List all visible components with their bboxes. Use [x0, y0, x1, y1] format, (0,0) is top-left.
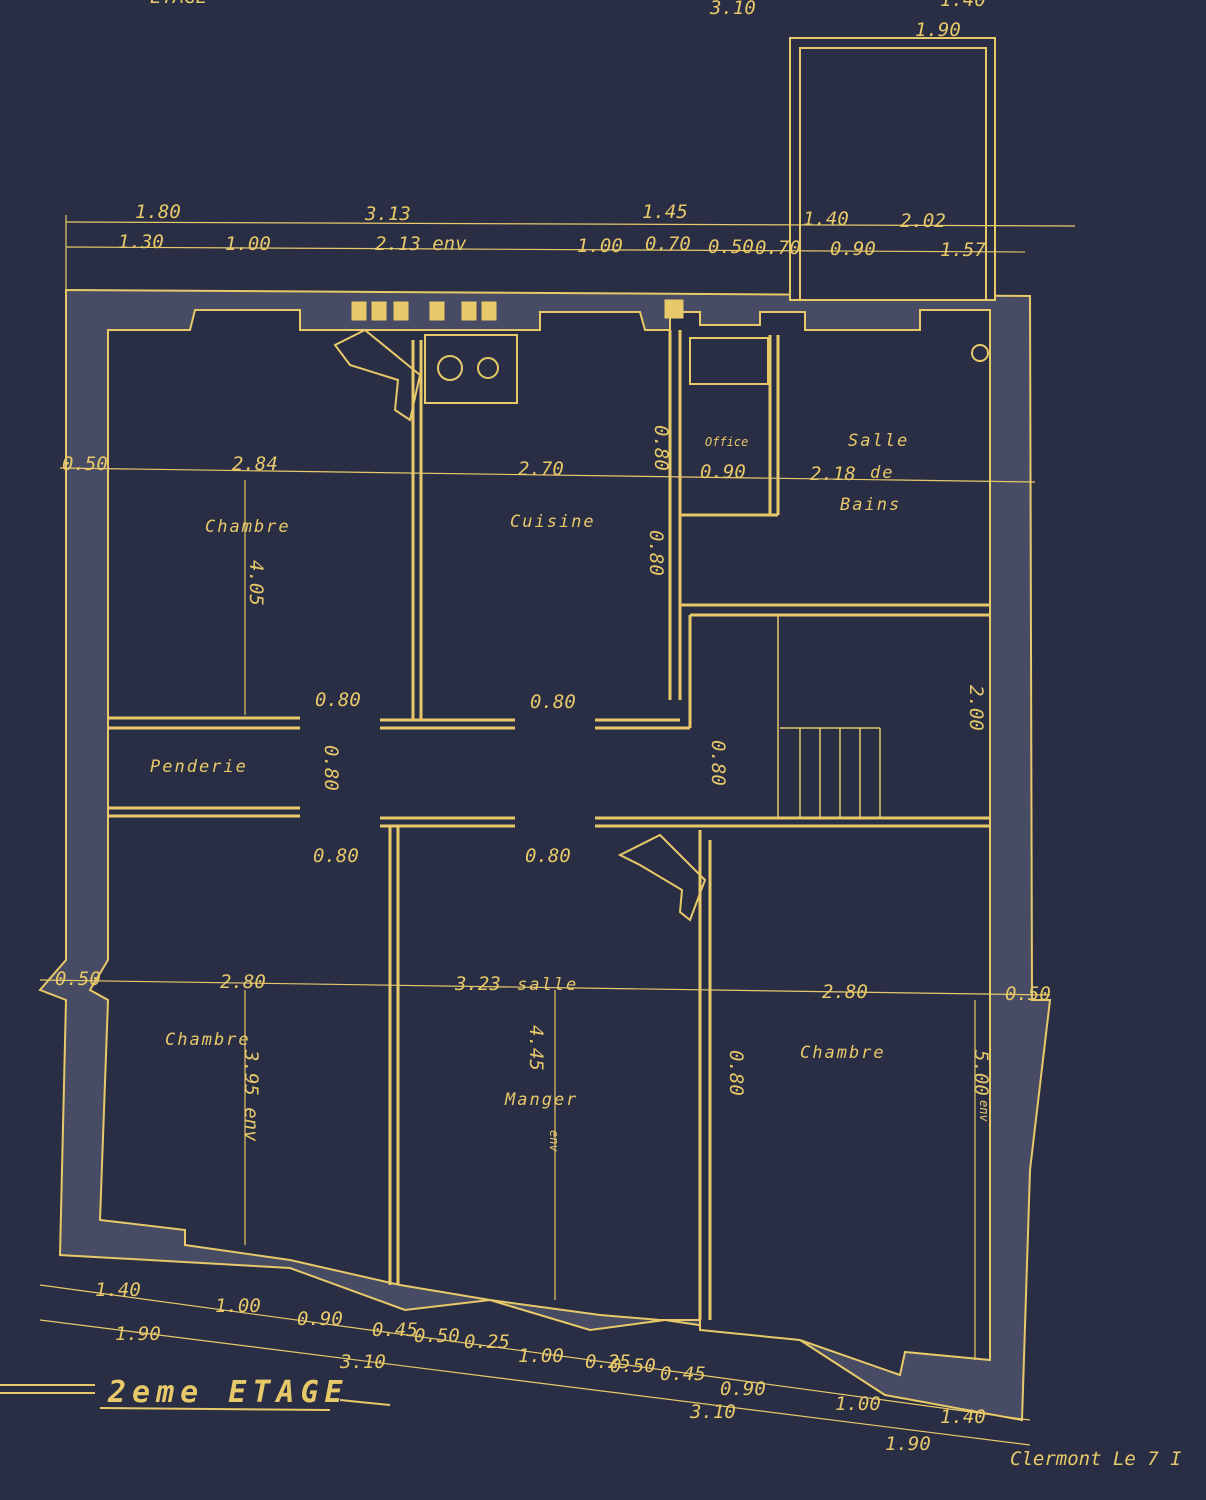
dim-top2-2: 1.00: [225, 233, 271, 255]
dim-bot-12: 1.00: [835, 1393, 881, 1415]
dim-chambre-nw-depth: 4.05: [245, 560, 267, 606]
dim-door-chambre-sw: 0.80: [313, 845, 359, 867]
fixtures: [333, 328, 989, 922]
sink-icon: [689, 337, 769, 385]
dim-bot-2: 1.00: [215, 1295, 261, 1317]
dim-top2-6: 0.50: [708, 236, 754, 258]
dim-bot-3: 0.90: [297, 1308, 343, 1330]
dim-bot2-1: 1.90: [115, 1323, 161, 1345]
dim-wall-right: 0.50: [1005, 983, 1051, 1005]
dim-door-chambre-se: 0.80: [725, 1050, 747, 1096]
dim-top-1: 1.80: [135, 201, 181, 223]
dim-bot-11: 0.90: [720, 1378, 766, 1400]
room-penderie: Penderie: [150, 757, 248, 777]
dim-door-penderie: 0.80: [320, 745, 342, 791]
dimension-lines: [39, 215, 1076, 1446]
header-title-fragment: ETAGE: [150, 0, 208, 8]
balcony-annex: [789, 37, 996, 301]
dim-office-width: 0.90: [700, 461, 746, 483]
dim-bot-13: 1.40: [940, 1406, 986, 1428]
dim-top-2: 3.13: [364, 203, 411, 225]
top-dim-c: 1.90: [915, 19, 961, 41]
partitions: [108, 330, 990, 1320]
room-office: Office: [705, 435, 748, 449]
footer-place: Clermont Le 7 I: [1010, 1448, 1182, 1470]
dim-bot2-3: 3.10: [689, 1401, 736, 1423]
dim-office-side-2: 0.80: [645, 530, 667, 576]
dim-bot-9: 0.50: [610, 1355, 656, 1377]
dim-top-3: 1.45: [642, 201, 688, 223]
top-dim-a: 3.10: [709, 0, 756, 19]
dim-door-salle: 0.80: [525, 845, 571, 867]
dim-salle-env: env: [547, 1130, 561, 1152]
title-rules: [0, 1384, 391, 1411]
room-chambre-sw: Chambre: [165, 1030, 251, 1050]
room-sdb-1: Salle: [848, 431, 909, 451]
room-salle-2: Manger: [504, 1090, 578, 1110]
stove-icon: [424, 334, 518, 404]
dim-top-5: 2.02: [900, 210, 946, 232]
vent-icons: [351, 299, 684, 321]
dim-salle-depth: 4.45: [525, 1025, 547, 1071]
dim-top2-4: 1.00: [577, 235, 623, 257]
dim-bot-8: 0.25: [585, 1351, 631, 1373]
dim-chambre-sw-depth: 3.95 env: [240, 1049, 262, 1142]
top-dim-b: 1.40: [940, 0, 986, 11]
dim-bot2-4: 1.90: [885, 1433, 931, 1455]
dim-top2-5: 0.70: [645, 233, 691, 255]
dim-top2-3: 2.13 env: [375, 233, 467, 255]
dim-chambre-se-env: env: [977, 1100, 991, 1122]
dim-door-cuisine: 0.80: [530, 691, 576, 713]
dim-wall-left-1: 0.50: [62, 453, 108, 475]
dim-top-4: 1.40: [803, 208, 849, 230]
room-salle-1: salle: [517, 975, 578, 995]
dim-cuisine-width: 2.70: [518, 458, 564, 480]
dim-top2-7: 0.70: [755, 237, 801, 259]
dim-stair-depth: 2.00: [965, 685, 987, 731]
dim-bot-10: 0.45: [660, 1363, 706, 1385]
dim-salle-width: 3.23: [454, 973, 501, 995]
dim-bot-4: 0.45: [372, 1319, 418, 1341]
dim-door-stair: 0.80: [707, 740, 729, 786]
room-chambre-se: Chambre: [800, 1043, 886, 1063]
footer-title: 2eme ETAGE: [107, 1375, 349, 1410]
dim-chambre-nw-width: 2.84: [232, 453, 278, 475]
dim-chambre-se-depth: 5.00: [970, 1050, 992, 1096]
dim-top2-8: 0.90: [830, 238, 876, 260]
washbasin-icon: [971, 344, 989, 362]
room-chambre-nw: Chambre: [205, 517, 291, 537]
dim-office-side-1: 0.80: [650, 425, 672, 471]
dim-sdb-width: 2.18: [810, 463, 856, 485]
room-sdb-2: de: [870, 463, 894, 483]
dim-bot-6: 0.25: [464, 1331, 510, 1353]
outer-walls: [38, 288, 1052, 1422]
room-cuisine: Cuisine: [510, 512, 596, 532]
dim-door-chambre-nw: 0.80: [315, 689, 361, 711]
dim-bot-1: 1.40: [95, 1279, 141, 1301]
dim-top2-1: 1.30: [118, 231, 164, 253]
room-sdb-3: Bains: [840, 495, 901, 515]
staircase: [777, 615, 881, 818]
chimney-icon: [333, 328, 422, 422]
dim-chambre-se-width: 2.80: [822, 981, 868, 1003]
dim-bot-7: 1.00: [518, 1345, 564, 1367]
dim-wall-left-2: 0.50: [55, 968, 101, 990]
dim-top2-9: 1.57: [940, 239, 986, 261]
dim-chambre-sw-width: 2.80: [220, 971, 266, 993]
dim-bot-5: 0.50: [414, 1325, 460, 1347]
chimney-icon-2: [617, 833, 707, 922]
dim-bot2-2: 3.10: [339, 1351, 386, 1373]
